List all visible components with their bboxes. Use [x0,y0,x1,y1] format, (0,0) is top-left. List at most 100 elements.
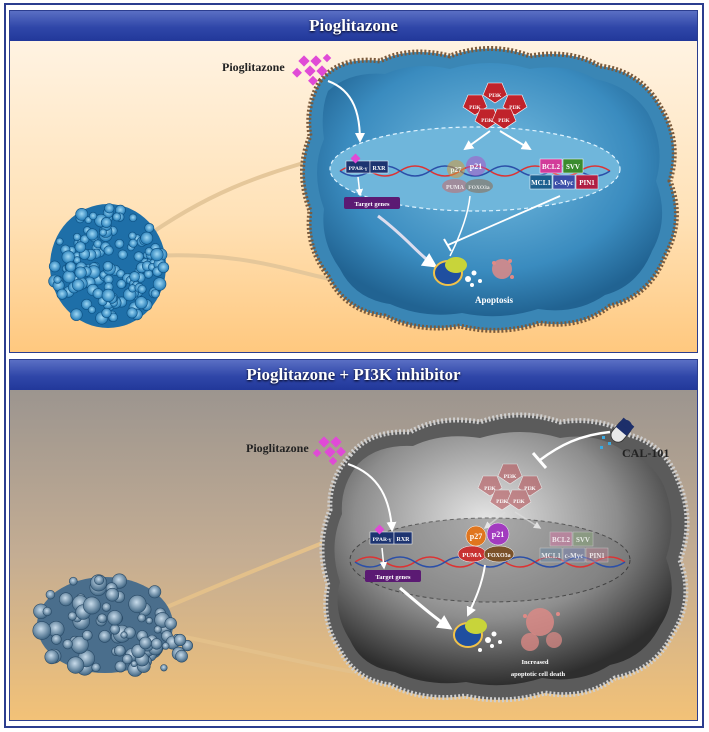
apoptosis-label: Apoptosis [475,295,514,305]
pi3k-label: PI3K [513,500,525,505]
tumor-cell [120,631,128,639]
target-genes-label: Target genes [376,574,411,581]
pathway-arrow [449,195,471,257]
tumor-cell [72,233,81,242]
tumor-cell [153,625,162,634]
connector-fiber [149,253,331,281]
disintegrating-tumor [32,573,193,677]
tumor-cell [114,660,127,673]
proapoptotic-proteins [442,156,493,193]
tumor-cell [148,585,162,599]
foxo3a-label: FOXO3a [468,185,490,191]
tumor-cell [99,228,107,237]
pathway-diagram-2: Pioglitazone CAL-101 PI3K PI3K PI3K [32,412,690,703]
tumor-cell [144,222,155,233]
tumor-cell [51,634,62,645]
pathway-arrow [377,214,438,268]
cal-101-label: CAL-101 [622,446,669,460]
tumor-cell [70,308,83,321]
tumor-cell [42,606,52,617]
tumor-cell [112,212,122,222]
tumor-cell [74,266,87,279]
pin1-label: PIN1 [579,179,595,187]
tumor-cell [61,250,75,264]
tumor-cell [55,237,64,246]
target-genes-badge [365,570,421,582]
rxr-label: RXR [397,537,411,543]
connector-fiber [159,538,331,612]
ppar-gamma-label: PPAR-γ [373,537,392,543]
pathway-arrow [463,130,491,151]
tumor-cell [97,613,107,624]
connector-fiber [174,633,356,674]
cmyc-label: c-Myc [565,552,584,560]
tumor-cell [129,271,140,282]
tumor-cell [101,288,115,303]
tumor-cell [83,596,101,615]
pi3k-label: PI3K [509,106,521,111]
proapoptotic-proteins [457,522,515,563]
inhibition-line [447,195,561,246]
tumor-cell [150,289,160,299]
tumor-cell [88,211,98,221]
survival-proteins [529,158,599,190]
pathway-arrow [466,564,486,617]
svv-label: SVV [576,536,590,544]
pi3k-label: PI3K [489,93,502,99]
tumor-cell [44,649,59,665]
tumor-cell [56,288,68,300]
tumor-cell [107,610,123,626]
drug-entry-arrow [327,80,365,143]
tumor-cell [45,590,56,600]
bcl2-label: BCL2 [552,536,570,544]
pathway-diagram-1: Pioglitazone PI3K PI3K PI3K PI3K PI3K PP… [48,46,679,333]
tumor-cell [62,270,76,284]
tumor-cell [68,576,78,586]
pi3k-cluster [477,463,543,511]
tumor-cell [102,261,114,272]
pathway-arrow [514,511,542,529]
tumor-cell [66,656,85,674]
apoptotic-cell-icon [433,257,514,287]
bcl2-label: BCL2 [542,163,560,171]
tumor-cell [161,642,170,650]
puma-label: PUMA [462,552,482,559]
pi3k-label: PI3K [524,487,536,492]
outcome-label-line2: apoptotic cell death [511,671,566,678]
tumor-cell [130,660,138,668]
pi3k-label: PI3K [481,119,493,124]
pi3k-label: PI3K [484,487,496,492]
pathway-arrow [379,547,388,570]
tumor-cell [140,231,154,245]
tumor-cell [98,630,111,643]
pin1-label: PIN1 [589,552,605,560]
inhibition-line [539,430,611,462]
inhibition-bar [531,452,548,469]
svv-label: SVV [566,163,580,171]
tumor-cell [152,277,167,291]
p21-label: p21 [470,162,482,171]
tumor-cell [114,644,126,657]
tumor-cell [137,284,147,294]
tumor-cell [87,305,96,314]
p27-label: p27 [451,166,462,174]
tumor-cell [105,587,120,602]
tumor-cell [145,617,153,625]
p21-label: p21 [492,530,504,539]
target-genes-badge [344,197,400,209]
ppar-rxr-complex [369,524,413,545]
p27-label: p27 [470,532,482,541]
tumor-cell [160,664,168,672]
tumor-cell [175,649,188,663]
tumor-cell [139,636,152,650]
tumor-cell [117,249,128,260]
pathway-arrow [399,586,453,630]
pioglitazone-molecule [312,436,346,466]
drug-entry-arrow [347,463,397,532]
tumor-cell [128,594,147,614]
tumor-cell [100,217,112,228]
pi3k-label: PI3K [504,474,517,480]
drug-label: Pioglitazone [222,60,285,74]
mcl1-label: MCL1 [541,552,561,560]
pathway-arrow [483,511,506,529]
